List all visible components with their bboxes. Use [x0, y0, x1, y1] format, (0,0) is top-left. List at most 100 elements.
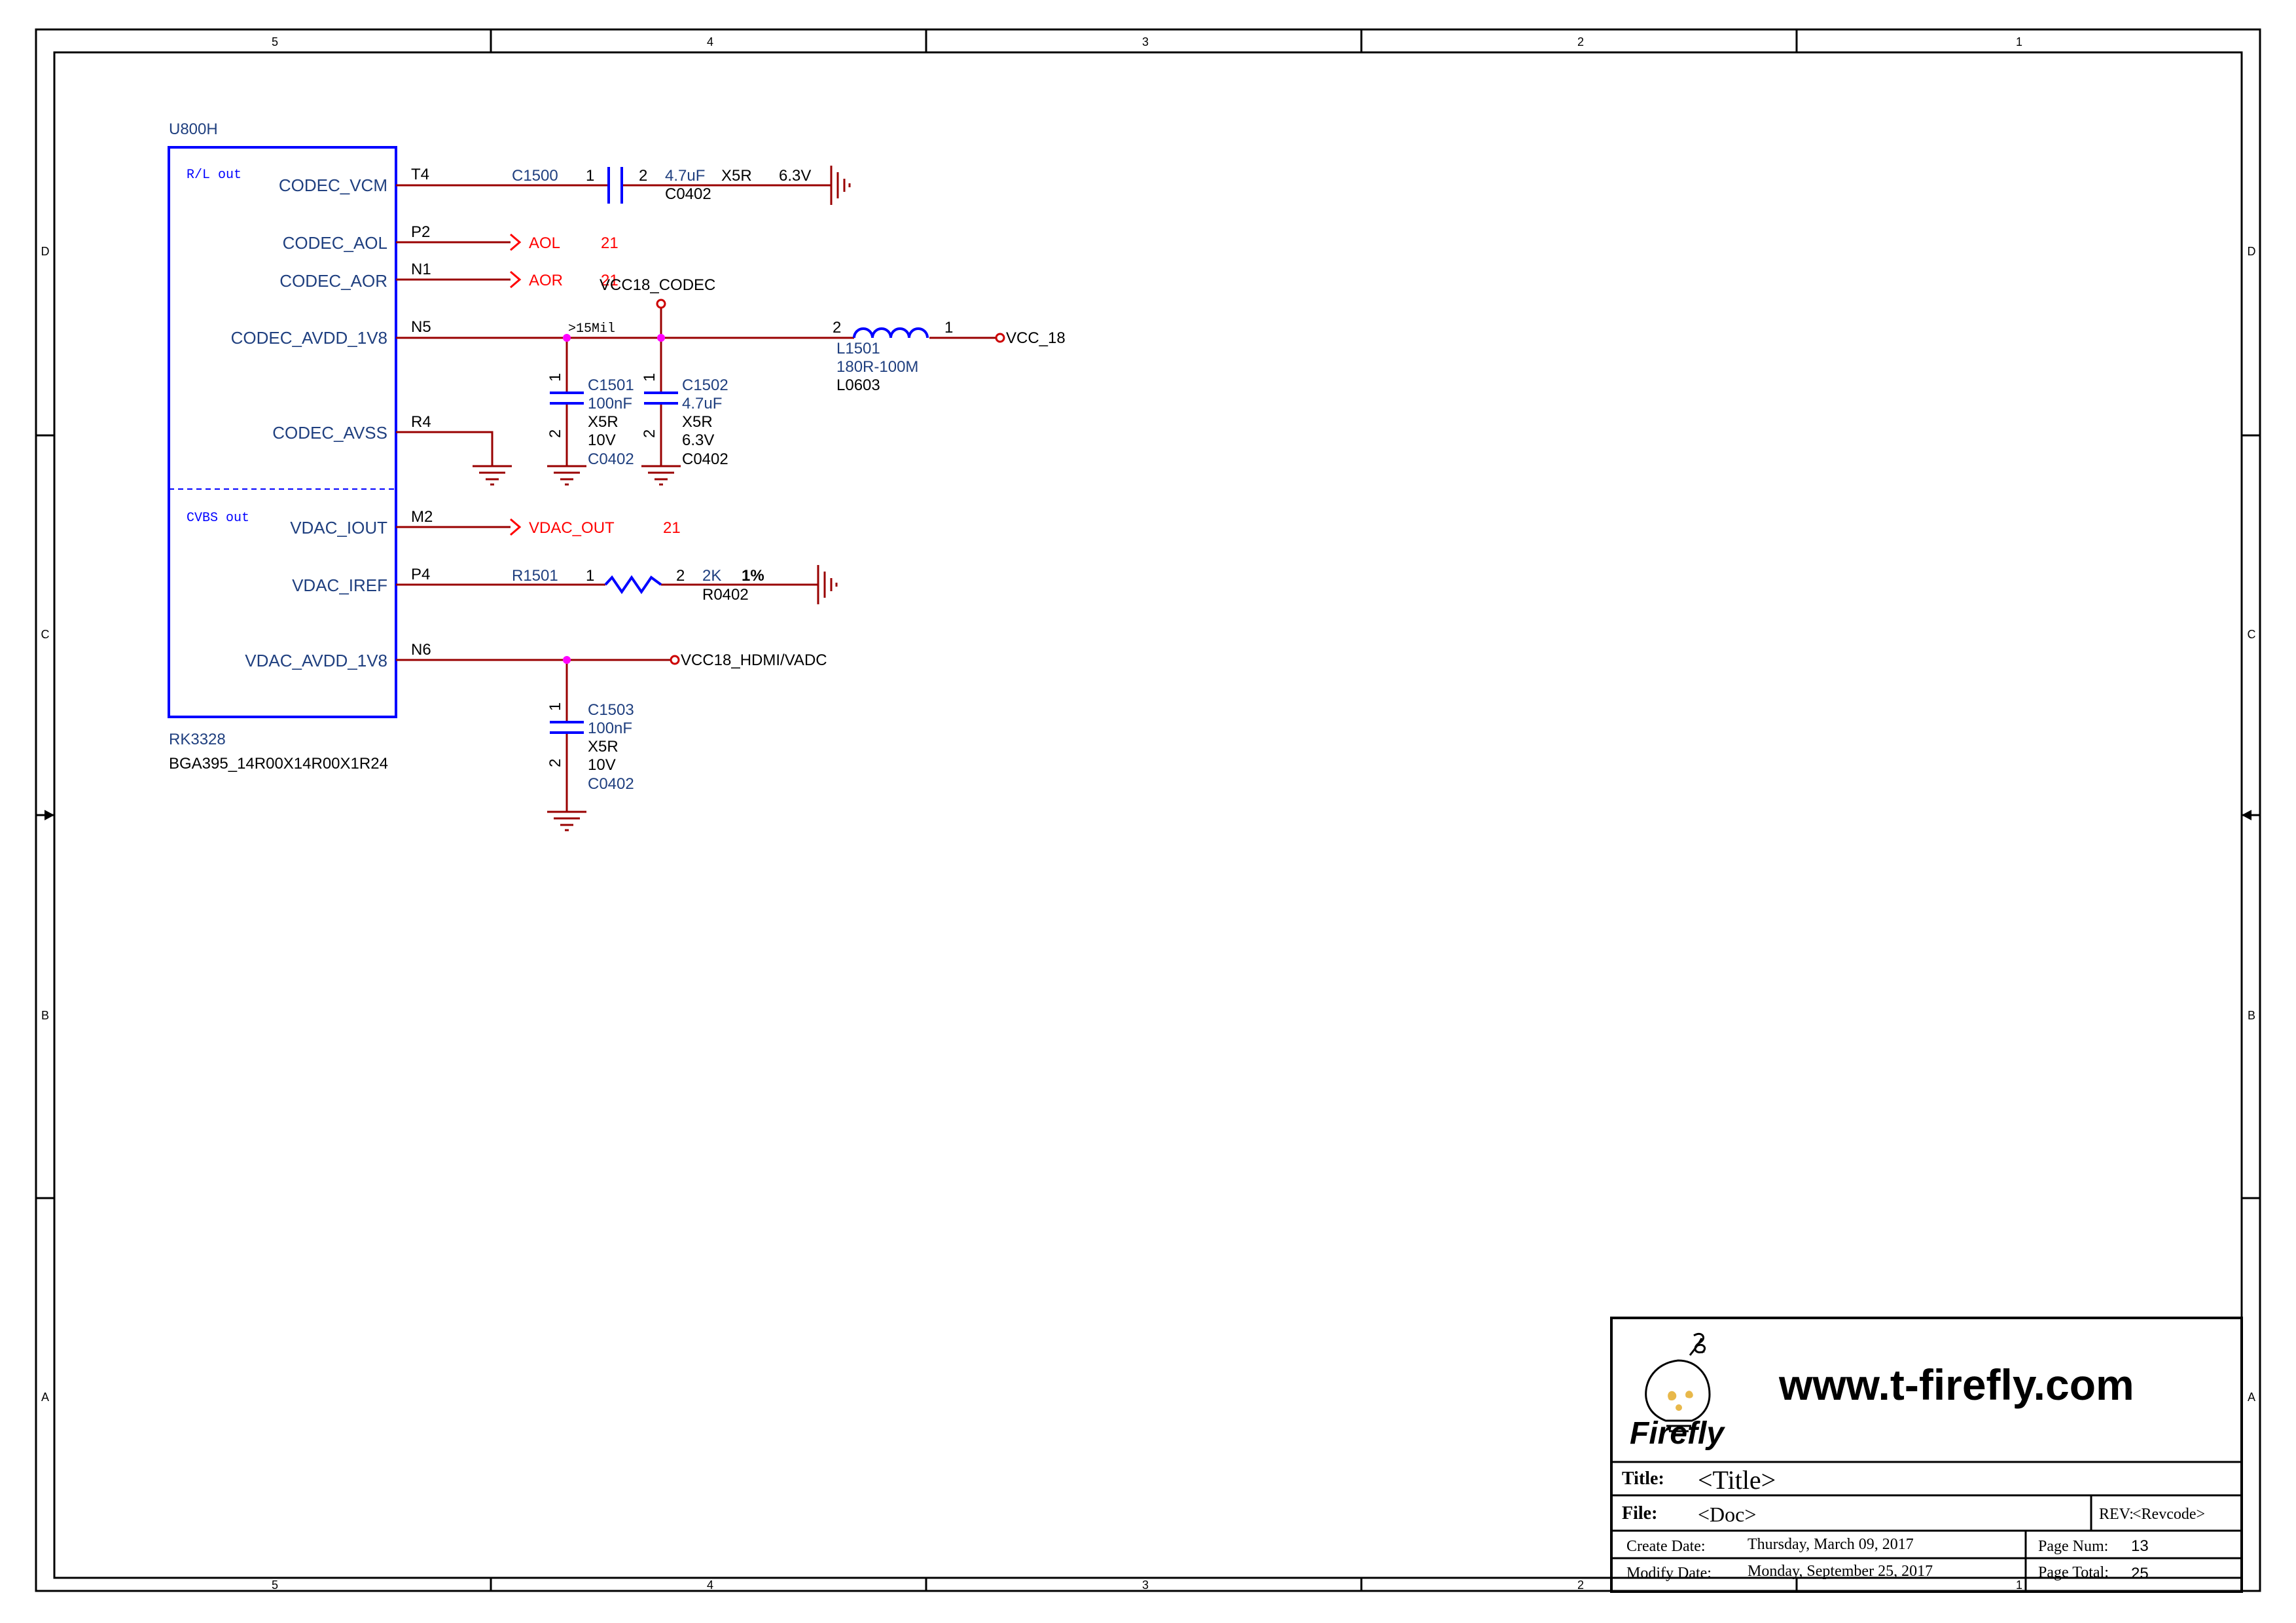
pin2-c1503: 2 [547, 759, 564, 767]
part-c1501[interactable]: 1 2 C1501 100nF X5R 10V C0402 [547, 373, 634, 468]
part-r1501[interactable]: R1501 1 2 2K 1% R0402 [512, 567, 764, 604]
ground-r1501 [817, 565, 838, 604]
pin1-c1500: 1 [586, 167, 594, 185]
create-date-label: Create Date: [1626, 1538, 1706, 1555]
power-port-vcc18-hdmi-vadc[interactable]: VCC18_HDMI/VADC [670, 651, 827, 669]
pin-num-t4: T4 [411, 166, 429, 183]
page-num-value: 13 [2131, 1537, 2149, 1555]
pin2-c1501: 2 [547, 429, 564, 438]
ground-avss [473, 465, 512, 486]
zone-col-4-bottom: 4 [707, 1578, 713, 1592]
pin-name-codec-avdd: CODEC_AVDD_1V8 [231, 328, 387, 348]
power-port-circle [670, 655, 680, 665]
package-c1503: C0402 [588, 775, 634, 793]
zone-row-b-right: B [2248, 1009, 2255, 1022]
value-c1503: 100nF [588, 720, 632, 737]
part-c1500[interactable]: C1500 1 2 4.7uF X5R 6.3V C0402 [512, 167, 811, 203]
page-total-value: 25 [2131, 1565, 2149, 1582]
zone-col-4: 4 [707, 35, 713, 48]
zone-col-3-bottom: 3 [1142, 1578, 1149, 1592]
pin-num-m2: M2 [411, 508, 433, 526]
net-name-vcc-18: VCC_18 [1006, 329, 1066, 347]
value-c1500: 4.7uF [665, 167, 705, 185]
resistor-r1501[interactable] [604, 575, 662, 594]
power-port-vcc-18[interactable]: VCC_18 [995, 329, 1066, 347]
tolerance-r1501: 1% [742, 567, 764, 585]
title-label: Title: [1622, 1468, 1664, 1489]
net-page-vdac-out: 21 [663, 519, 681, 537]
resistor-zigzag [604, 575, 662, 594]
ref-c1502: C1502 [682, 376, 728, 394]
voltage-c1503: 10V [588, 756, 616, 774]
offpage-connector-aol[interactable]: AOL 21 [510, 233, 619, 252]
file-value: <Doc> [1698, 1503, 1756, 1526]
file-label: File: [1622, 1503, 1657, 1523]
value-c1501: 100nF [588, 395, 632, 412]
wires [396, 184, 996, 812]
value-l1501: 180R-100M [836, 358, 918, 376]
inductor-coil [853, 327, 929, 338]
pin-name-codec-aor: CODEC_AOR [279, 271, 387, 291]
ref-c1500: C1500 [512, 167, 558, 185]
zone-row-a-right: A [2248, 1391, 2255, 1404]
lightbulb-icon [1645, 1332, 1711, 1432]
voltage-c1502: 6.3V [682, 431, 714, 449]
offpage-chevron-icon [510, 270, 522, 289]
title-block: Firefly www.t-firefly.com Title: <Title>… [1610, 1317, 2243, 1593]
power-port-vcc18-codec[interactable]: VCC18_CODEC [600, 276, 715, 309]
sheet-frame [35, 28, 2261, 1592]
zone-row-c: C [41, 628, 50, 641]
pin-numbers: T4 P2 N1 N5 R4 M2 P4 N6 [411, 166, 433, 659]
rev-label: REV: [2099, 1506, 2134, 1523]
part-l1501[interactable]: 2 1 L1501 180R-100M L0603 [833, 319, 953, 394]
dielectric-c1502: X5R [682, 413, 713, 431]
voltage-c1500: 6.3V [779, 167, 811, 185]
zone-col-5: 5 [272, 35, 278, 48]
trace-width-note: >15Mil [568, 321, 615, 337]
offpage-connector-vdac-out[interactable]: VDAC_OUT 21 [510, 518, 681, 537]
ic-symbol-u800h[interactable]: U800H R/L out CVBS out RK3328 BGA395_14R… [168, 120, 397, 773]
zone-col-5-bottom: 5 [272, 1578, 278, 1592]
ref-r1501: R1501 [512, 567, 558, 585]
pin1-c1503: 1 [547, 702, 564, 711]
ref-c1501: C1501 [588, 376, 634, 394]
offpage-chevron-icon [510, 518, 522, 536]
pin1-l1501: 1 [944, 319, 953, 337]
pin1-c1502: 1 [641, 373, 658, 382]
zone-row-d-right: D [2248, 245, 2256, 258]
symbol-footprint: BGA395_14R00X14R00X1R24 [169, 755, 388, 773]
pin-num-n1: N1 [411, 261, 431, 278]
part-c1503[interactable]: 1 2 C1503 100nF X5R 10V C0402 [547, 701, 634, 793]
frame-row-labels-right: D C B A [2248, 245, 2256, 1404]
zone-row-b: B [41, 1009, 49, 1022]
symbol-part-number: RK3328 [169, 731, 226, 748]
pin-name-codec-avss: CODEC_AVSS [272, 423, 387, 443]
company-url: www.t-firefly.com [1778, 1360, 2134, 1409]
offpage-connector-aor[interactable]: AOR 21 [510, 270, 619, 289]
title-value: <Title> [1698, 1465, 1776, 1495]
ref-l1501: L1501 [836, 340, 880, 357]
ref-c1503: C1503 [588, 701, 634, 719]
dielectric-c1501: X5R [588, 413, 619, 431]
modify-date-label: Modify Date: [1626, 1565, 1712, 1582]
pin2-l1501: 2 [833, 319, 841, 337]
symbol-ref: U800H [169, 120, 218, 138]
pin-names: CODEC_VCM CODEC_AOL CODEC_AOR CODEC_AVDD… [231, 175, 387, 670]
voltage-c1501: 10V [588, 431, 616, 449]
part-c1502[interactable]: 1 2 C1502 4.7uF X5R 6.3V C0402 [641, 373, 728, 468]
pin-num-n6: N6 [411, 641, 431, 659]
net-page-aor: 21 [601, 272, 619, 289]
pin1-c1501: 1 [547, 373, 564, 382]
power-port-circle [995, 333, 1005, 343]
logo-text: Firefly [1630, 1416, 1725, 1451]
ground-c1500 [830, 166, 851, 205]
package-l1501: L0603 [836, 376, 880, 394]
value-r1501: 2K [702, 567, 721, 585]
page-total-label: Page Total: [2038, 1564, 2109, 1581]
pin2-c1502: 2 [641, 429, 658, 438]
pin-name-codec-vcm: CODEC_VCM [279, 175, 387, 195]
create-date-value: Thursday, March 09, 2017 [1748, 1536, 1914, 1553]
rev-value: <Revcode> [2132, 1506, 2205, 1523]
net-name-vcc18-codec: VCC18_CODEC [600, 276, 715, 294]
inductor-l1501[interactable] [853, 327, 929, 338]
